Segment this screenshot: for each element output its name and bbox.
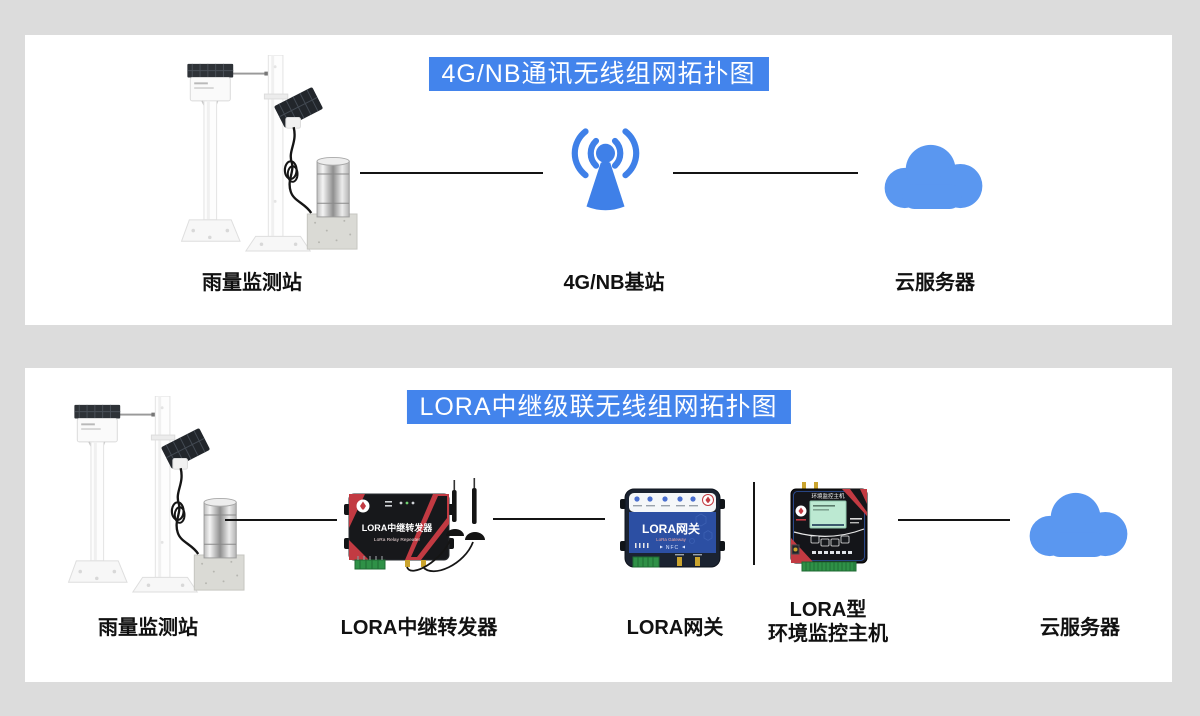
connection-line-vertical	[753, 482, 755, 565]
device-name-text: LORA网关	[642, 521, 700, 536]
rain-station-image	[50, 396, 245, 596]
cloud-icon	[1021, 486, 1136, 561]
connection-line	[225, 519, 337, 521]
device-subtitle-text: LoRa Gateway	[656, 537, 687, 542]
node-label-rain-station: 雨量监测站	[202, 272, 302, 294]
device-name-text: 环境监控主机	[811, 492, 845, 500]
node-label-rain-station: 雨量监测站	[98, 617, 198, 639]
panel-title: 4G/NB通讯无线组网拓扑图	[428, 57, 769, 91]
connection-line	[360, 172, 543, 174]
cloud-icon	[876, 138, 991, 213]
antenna-icon	[553, 121, 658, 216]
device-subtitle-text: LoRa Relay Repeater	[374, 537, 421, 543]
topology-panel-lora: LORA中继级联无线组网拓扑图 雨量监测站	[25, 368, 1172, 682]
node-label-cloud-server: 云服务器	[895, 272, 975, 294]
panel-title: LORA中继级联无线组网拓扑图	[406, 390, 791, 424]
connection-line	[493, 518, 605, 520]
device-name-text: LORA中继转发器	[362, 522, 433, 533]
node-label-lora-gateway: LORA网关	[626, 617, 724, 639]
topology-panel-4gnb: 4G/NB通讯无线组网拓扑图 雨量监测站 4G/NB基站 云服务器	[25, 35, 1172, 325]
connection-line	[898, 519, 1010, 521]
node-label-env-host: LORA型 环境监控主机	[768, 599, 888, 645]
node-label-lora-repeater: LORA中继转发器	[340, 617, 498, 639]
rain-station-image	[163, 55, 358, 255]
node-label-cloud-server: 云服务器	[1040, 617, 1120, 639]
device-nfc-text: NFC	[666, 545, 679, 551]
env-host-image: 环境监控主机	[790, 482, 870, 574]
connection-line	[673, 172, 858, 174]
lora-gateway-image: LORA网关 LoRa Gateway NFC	[620, 485, 725, 573]
node-label-base-station: 4G/NB基站	[563, 272, 665, 294]
lora-repeater-image: LORA中继转发器 LoRa Relay Repeater	[343, 478, 493, 583]
